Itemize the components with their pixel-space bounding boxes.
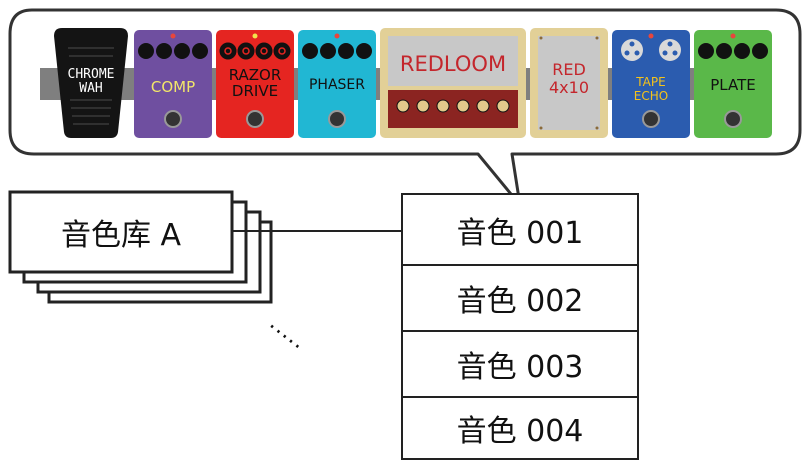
wah-pedal[interactable]	[54, 28, 128, 138]
preset-box-004[interactable]	[401, 396, 639, 460]
preset-box-001[interactable]	[401, 193, 639, 266]
razor-drive-pedal[interactable]	[216, 30, 294, 138]
preset-label-001: 音色 001	[456, 215, 584, 251]
comp-led	[170, 33, 176, 39]
preset-box-002[interactable]	[401, 264, 639, 332]
comp-footswitch[interactable]	[164, 110, 182, 128]
tape-label-1: TAPE	[636, 75, 666, 89]
razor-label-2: DRIVE	[231, 82, 279, 100]
phaser-label: PHASER	[308, 77, 365, 93]
wah-label-2: WAH	[79, 81, 103, 96]
cab-label-1: RED	[552, 60, 586, 79]
tape-label-2: ECHO	[633, 89, 669, 103]
razor-label-1: RAZOR	[228, 66, 282, 84]
wah-label-1: CHROME	[67, 67, 115, 82]
tape-reel-icon	[621, 39, 681, 61]
tape-echo-pedal[interactable]	[612, 30, 690, 138]
preset-label-002: 音色 002	[456, 284, 584, 319]
cab-label-2: 4x10	[548, 78, 589, 97]
plate-pedal[interactable]	[694, 30, 772, 138]
razor-footswitch[interactable]	[246, 110, 264, 128]
preset-label-004: 音色 004	[456, 414, 584, 449]
preset-label-003: 音色 003	[456, 350, 584, 385]
bank-label: 音色库 A	[60, 218, 182, 253]
phaser-pedal[interactable]	[298, 30, 376, 138]
comp-pedal[interactable]	[134, 30, 212, 138]
redloom-label: REDLOOM	[399, 52, 507, 76]
tape-footswitch[interactable]	[642, 110, 660, 128]
plate-footswitch[interactable]	[724, 110, 742, 128]
red-4x10-cabinet[interactable]	[530, 28, 608, 138]
phaser-footswitch[interactable]	[328, 110, 346, 128]
plate-label: PLATE	[710, 76, 756, 94]
comp-label: COMP	[150, 78, 196, 96]
redloom-amp[interactable]	[380, 28, 526, 138]
